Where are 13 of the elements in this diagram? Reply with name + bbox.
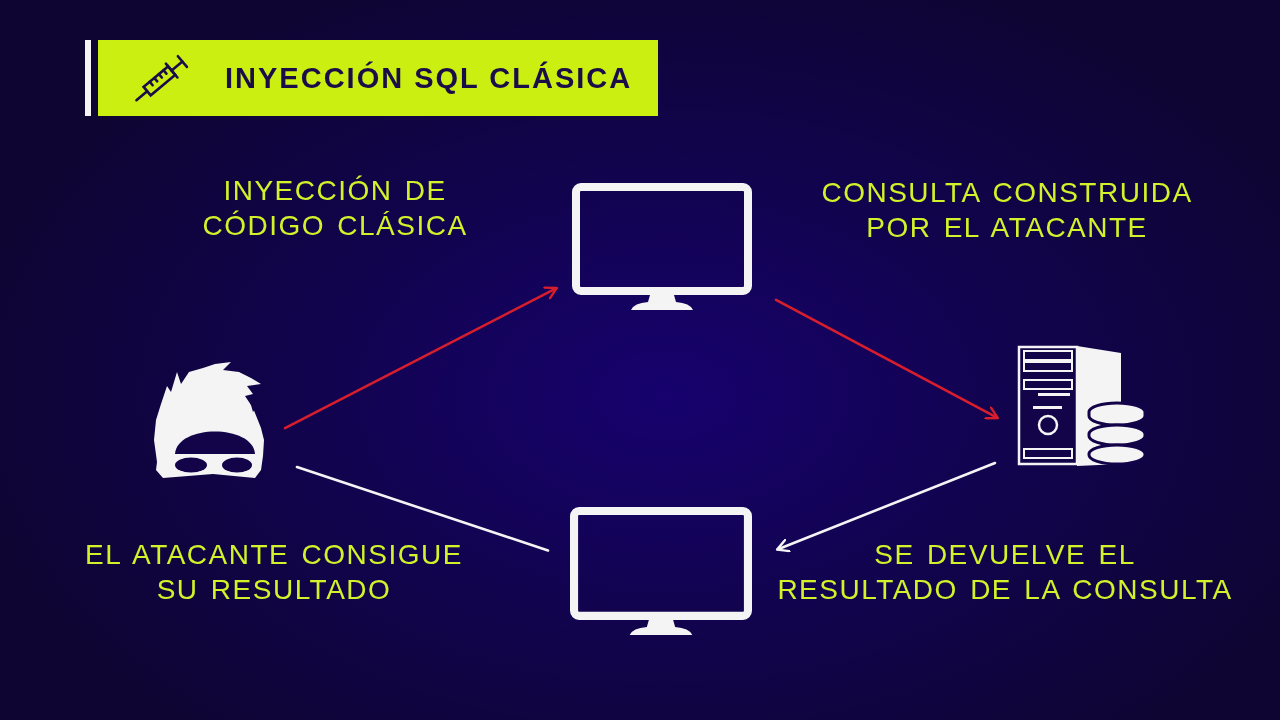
server-database-icon <box>1017 345 1147 466</box>
arrow <box>775 461 997 553</box>
monitor-icon <box>572 183 752 310</box>
step-caption: SE DEVUELVE EL RESULTADO DE LA CONSULTA <box>776 538 1234 607</box>
step-caption: CONSULTA CONSTRUIDA POR EL ATACANTE <box>820 176 1194 245</box>
head-with-glasses-icon <box>153 362 265 478</box>
step-caption: INYECCIÓN DE CÓDIGO CLÁSICA <box>201 174 469 243</box>
title-text: INYECCIÓN SQL CLÁSICA <box>225 60 633 96</box>
arrow <box>283 286 559 430</box>
monitor-icon <box>570 507 752 635</box>
step-caption: EL ATACANTE CONSIGUE SU RESULTADO <box>84 538 464 607</box>
arrow <box>774 298 1000 420</box>
connector-line <box>295 465 550 552</box>
